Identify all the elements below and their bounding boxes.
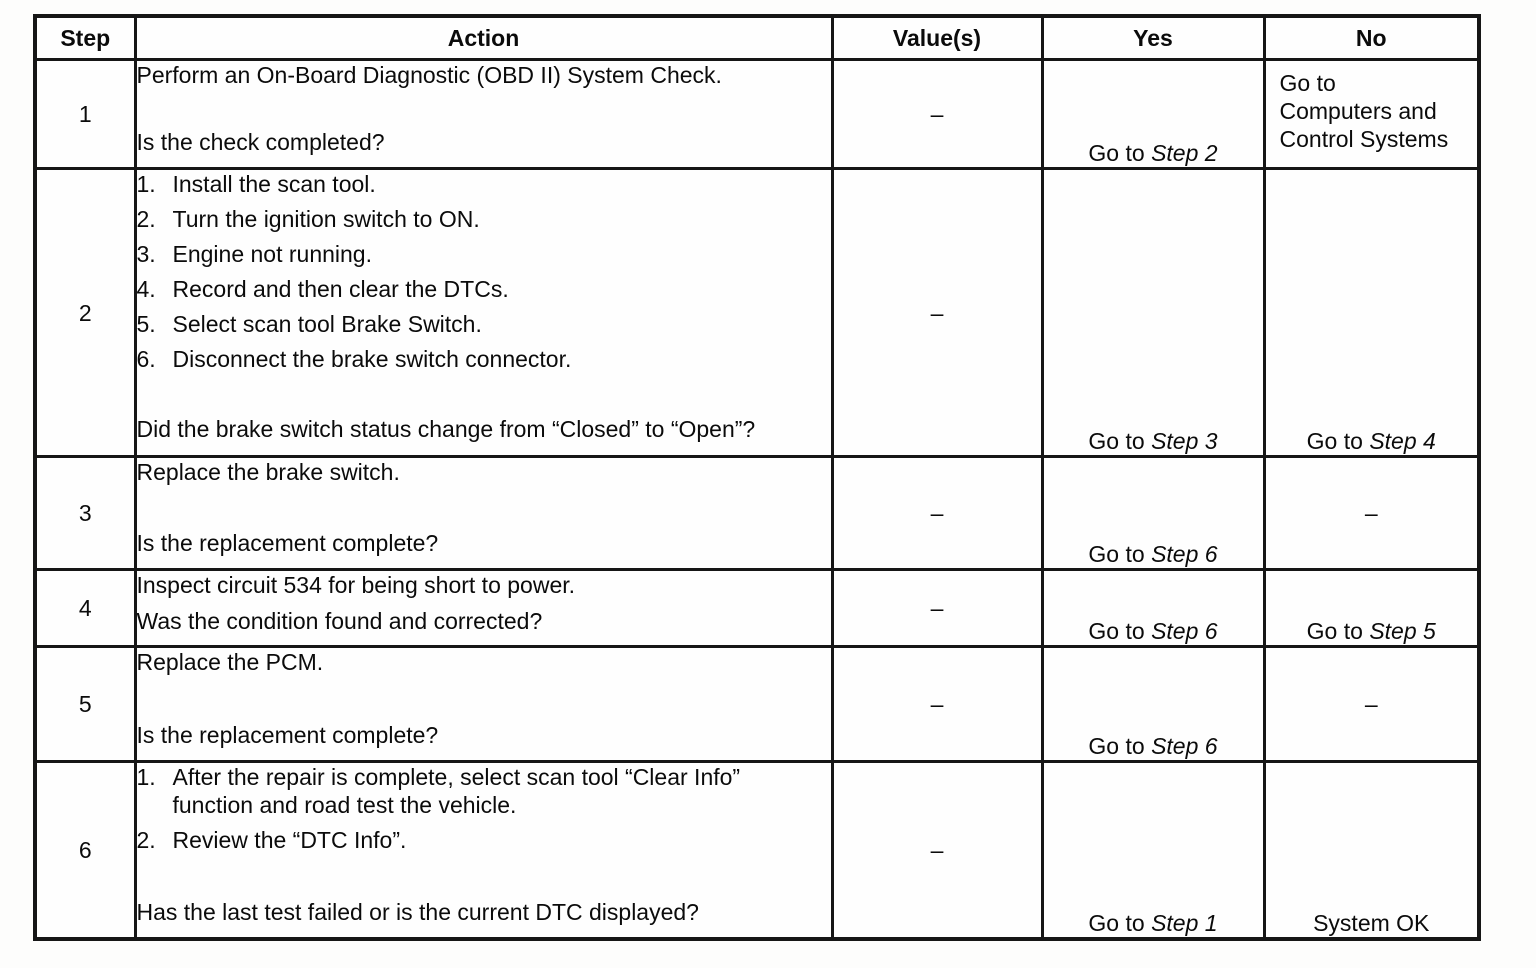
yes-cell: Go to Step 6 [1040,568,1266,648]
column-header-action: Action [133,14,834,61]
no-cell: – [1262,645,1481,763]
action-cell: Inspect circuit 534 for being short to p… [133,568,834,648]
value-cell: – [830,167,1044,458]
goto-text: Go to Step 6 [1088,618,1218,644]
step-cell: 1 [33,58,137,170]
action-cell: 1.Install the scan tool. 2.Turn the igni… [133,167,834,458]
action-step-item: 3.Engine not running. [136,241,372,267]
step-cell: 5 [33,645,137,763]
table-row: 5 Replace the PCM. Is the replacement co… [33,645,1481,763]
action-step-item: 1.After the repair is complete, select s… [136,764,741,819]
column-header-yes: Yes [1040,14,1266,61]
no-text: System OK [1313,909,1430,936]
no-line: Go to [1279,70,1336,96]
no-line: Control Systems [1279,126,1449,152]
action-cell: Replace the PCM. Is the replacement comp… [133,645,834,763]
action-cell: Perform an On-Board Diagnostic (OBD II) … [133,58,834,170]
goto-text: Go to Step 4 [1306,428,1436,454]
action-line: Inspect circuit 534 for being short to p… [136,572,576,599]
dash: – [1364,500,1378,526]
action-question: Was the condition found and corrected? [136,608,543,634]
action-question: Is the replacement complete? [136,530,439,556]
dash: – [930,691,944,717]
column-header-no: No [1262,14,1481,61]
dash: – [930,595,944,621]
table-row: 2 1.Install the scan tool. 2.Turn the ig… [33,167,1481,458]
table-row: 4 Inspect circuit 534 for being short to… [33,568,1481,648]
table-row: 6 1.After the repair is complete, select… [33,760,1481,940]
action-question: Has the last test failed or is the curre… [136,899,699,925]
step-cell: 2 [33,167,137,458]
yes-cell: Go to Step 6 [1040,455,1266,571]
action-line: Perform an On-Board Diagnostic (OBD II) … [136,62,722,89]
action-cell: 1.After the repair is complete, select s… [133,760,834,940]
action-step-item: 2.Turn the ignition switch to ON. [136,206,480,232]
step-cell: 3 [33,455,137,571]
step-cell: 6 [33,760,137,940]
action-step-item: 4.Record and then clear the DTCs. [136,276,509,302]
no-cell: Go to Computers and Control Systems [1262,58,1481,170]
goto-text: Go to Step 1 [1088,909,1218,936]
no-cell: Go to Step 5 [1262,568,1481,648]
dash: – [930,101,944,127]
goto-text: Go to Step 6 [1088,733,1218,759]
action-line: Replace the brake switch. [136,459,400,486]
value-cell: – [830,58,1044,170]
yes-cell: Go to Step 1 [1040,760,1266,940]
no-cell: Go to Step 4 [1262,167,1481,458]
yes-cell: Go to Step 2 [1040,58,1266,170]
no-cell: System OK [1262,760,1481,940]
value-cell: – [830,568,1044,648]
value-cell: – [830,645,1044,763]
goto-text: Go to Step 2 [1088,140,1218,166]
table-row: 1 Perform an On-Board Diagnostic (OBD II… [33,58,1481,170]
action-step-item: 1.Install the scan tool. [136,171,376,198]
goto-text: Go to Step 6 [1088,541,1218,567]
goto-text: Go to Step 5 [1306,618,1436,644]
value-cell: – [830,455,1044,571]
column-header-step: Step [33,14,137,61]
dash: – [1364,691,1378,717]
step-cell: 4 [33,568,137,648]
diagnostic-table: Step Action Value(s) Yes No 1 Perform an… [33,14,1481,941]
action-question: Did the brake switch status change from … [136,416,756,442]
table-row: 3 Replace the brake switch. Is the repla… [33,455,1481,571]
header-row: Step Action Value(s) Yes No [33,14,1481,61]
action-step-item: 6.Disconnect the brake switch connector. [136,346,572,372]
action-question: Is the check completed? [136,129,385,155]
action-line: Replace the PCM. [136,649,324,676]
yes-cell: Go to Step 3 [1040,167,1266,458]
dash: – [930,836,944,863]
goto-text: Go to Step 3 [1088,428,1218,454]
no-line: Computers and [1279,98,1437,124]
action-cell: Replace the brake switch. Is the replace… [133,455,834,571]
action-step-item: 2.Review the “DTC Info”. [136,827,407,853]
action-question: Is the replacement complete? [136,722,439,748]
value-cell: – [830,760,1044,940]
yes-cell: Go to Step 6 [1040,645,1266,763]
action-step-item: 5.Select scan tool Brake Switch. [136,311,482,337]
dash: – [930,299,944,326]
dash: – [930,500,944,526]
no-cell: – [1262,455,1481,571]
column-header-values: Value(s) [830,14,1044,61]
